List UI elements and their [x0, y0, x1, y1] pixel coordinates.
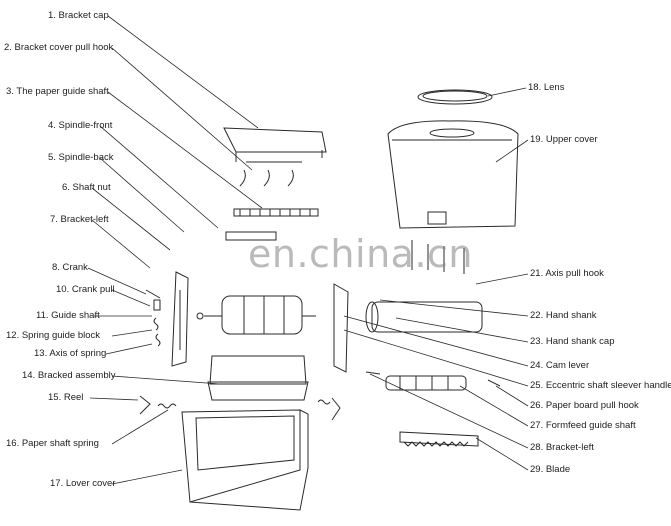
- leader-lines: [87, 15, 529, 485]
- label-axis-of-spring: 13. Axis of spring: [34, 348, 107, 359]
- hand-shank-part: [371, 301, 483, 333]
- label-crank: 8. Crank: [52, 262, 88, 273]
- label-paper-board-pull-hook: 26. Paper board pull hook: [530, 400, 639, 411]
- upper-cover-part: [387, 120, 519, 229]
- label-paper-shaft-spring: 16. Paper shaft spring: [6, 438, 99, 449]
- label-bracket-cap: 1. Bracket cap: [48, 10, 109, 21]
- label-eccentric-shaft-sleever-handle: 25. Eccentric shaft sleever handle: [530, 380, 671, 391]
- label-spindle-front: 4. Spindle-front: [48, 120, 113, 131]
- formfeed-shaft-part: [385, 375, 467, 391]
- label-shaft-nut: 6. Shaft nut: [62, 182, 111, 193]
- label-spindle-back: 5. Spindle-back: [48, 152, 114, 163]
- label-cam-lever: 24. Cam lever: [530, 360, 590, 371]
- label-crank-pull: 10. Crank pull: [56, 284, 115, 295]
- label-hand-shank-cap: 23. Hand shank cap: [530, 336, 615, 347]
- label-blade: 29. Blade: [530, 464, 571, 475]
- bracket-assembly-part: [209, 355, 307, 385]
- blade-part: [399, 431, 479, 447]
- label-bracket-left: 7. Bracket-left: [50, 214, 109, 225]
- watermark-text: en.china.cn: [248, 232, 474, 276]
- bracket-left-part: [171, 271, 189, 367]
- label-bracket-left-2: 28. Bracket-left: [530, 442, 594, 453]
- label-formfeed-guide-shaft: 27. Formfeed guide shaft: [530, 420, 636, 431]
- label-lover-cover: 17. Lover cover: [50, 478, 116, 489]
- label-upper-cover: 19. Upper cover: [530, 134, 598, 145]
- label-bracket-cover-pull-hook: 2. Bracket cover pull hook: [4, 42, 114, 53]
- bracket-right-part: [333, 283, 349, 373]
- parts-drawing: [139, 89, 519, 511]
- label-hand-shank: 22. Hand shank: [530, 310, 597, 321]
- label-guide-shaft: 11. Guide shaft: [36, 310, 100, 321]
- reel-part: [221, 295, 303, 335]
- label-paper-guide-shaft: 3. The paper guide shaft: [6, 86, 109, 97]
- lower-cover-part: [181, 409, 301, 503]
- lens-part: [417, 89, 493, 105]
- label-spring-guide-block: 12. Spring guide block: [6, 330, 101, 341]
- label-reel: 15. Reel: [48, 392, 84, 403]
- bracket-cap-part: [223, 127, 327, 153]
- label-axis-pull-hook: 21. Axis pull hook: [530, 268, 604, 279]
- label-lens: 18. Lens: [528, 82, 565, 93]
- label-bracked-assembly: 14. Bracked assembly: [22, 370, 116, 381]
- paper-guide-shaft-part: [233, 208, 319, 217]
